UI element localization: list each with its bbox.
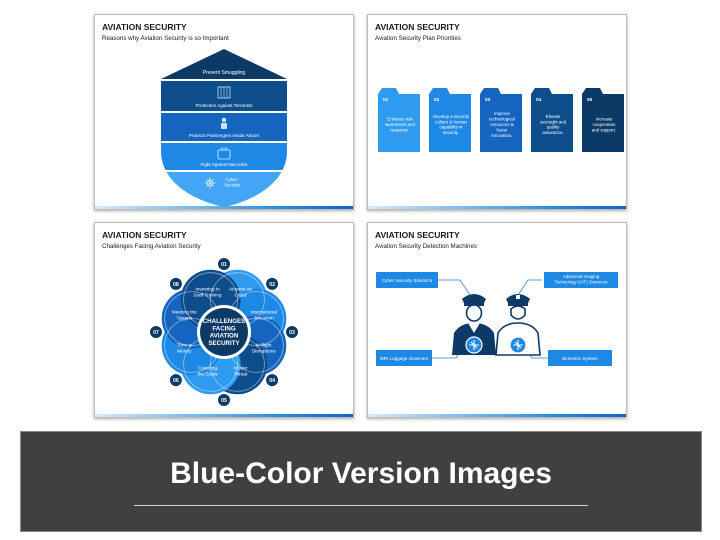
- detection-box-label-3: MRI Luggage Scanners: [380, 356, 429, 361]
- slide-thumbnail-priorities[interactable]: AVIATION SECURITY Aviation Security Plan…: [367, 14, 627, 210]
- slide-thumbnail-reasons[interactable]: AVIATION SECURITY Reasons why Aviation S…: [94, 14, 354, 210]
- security-officer-icon: [452, 294, 496, 355]
- slide-subtitle: Reasons why Aviation Security is so Impo…: [102, 35, 229, 42]
- slide-accent-bar: [368, 414, 626, 417]
- center-hub: [200, 308, 248, 356]
- slide-title: AVIATION SECURITY: [102, 22, 187, 32]
- cyber-network-icon: [204, 177, 216, 189]
- challenge-number: 02: [269, 282, 275, 288]
- layer-label-1: Prevent Smuggling: [203, 70, 245, 76]
- challenge-number-badge: [168, 276, 183, 291]
- slide-accent-bar: [368, 206, 626, 209]
- detection-box-label-4: Biometric System: [562, 356, 598, 361]
- challenge-number: 01: [221, 262, 227, 268]
- slide-title: AVIATION SECURITY: [102, 230, 187, 240]
- challenge-number-badge: [265, 373, 280, 388]
- banner-title: Blue-Color Version Images: [170, 457, 552, 490]
- challenge-number-badge: [217, 257, 231, 271]
- passenger-icon: [221, 117, 227, 129]
- slide-accent-bar: [95, 206, 353, 209]
- detection-box-label-1: Cyber Security Solutions: [382, 278, 433, 283]
- challenge-number: 07: [153, 330, 159, 336]
- challenge-number-badge: [168, 373, 183, 388]
- layer-label-4: Fight Against Narcotics: [201, 162, 249, 167]
- detection-box-1: [376, 272, 438, 288]
- detection-box-3: [376, 350, 432, 366]
- challenge-number: 05: [221, 398, 227, 404]
- challenge-number: 08: [173, 282, 179, 288]
- slide-subtitle: Challenges Facing Aviation Security: [102, 243, 201, 250]
- layer-label-3: Protects Passengers inside Airport: [189, 133, 260, 138]
- shield-diagram: Prevent Smuggling Protection Against Ter…: [161, 49, 287, 207]
- slide-title: AVIATION SECURITY: [375, 22, 460, 32]
- layer-label-2: Protection Against Terrorists: [195, 103, 253, 108]
- priority-card-body: [531, 88, 573, 152]
- priority-card-body: [378, 88, 420, 152]
- priority-card-number: 01: [383, 97, 389, 103]
- pilot-icon: [495, 294, 541, 356]
- slide-accent-bar: [95, 414, 353, 417]
- slide-subtitle: Aviation Security Detection Machines: [375, 243, 478, 250]
- detection-box-4: [548, 350, 612, 366]
- priority-card-body: [429, 88, 471, 152]
- challenge-number: 04: [269, 378, 275, 384]
- banner-divider: [134, 505, 588, 506]
- shield-layer-4: [161, 143, 287, 170]
- detection-diagram: Cyber Security Solutions Advanced Imagin…: [376, 272, 618, 366]
- priority-card-body: [582, 88, 624, 152]
- detection-box-2: [544, 272, 618, 288]
- slide-thumbnail-detection[interactable]: AVIATION SECURITY Aviation Security Dete…: [367, 222, 627, 418]
- challenge-number-badge: [265, 276, 280, 291]
- slide-subtitle: Aviation Security Plan Priorities: [375, 35, 461, 42]
- slide-thumbnail-challenges[interactable]: AVIATION SECURITY Challenges Facing Avia…: [94, 222, 354, 418]
- priority-card-body: [480, 88, 522, 152]
- priority-card-number: 04: [536, 97, 542, 103]
- challenge-number-badge: [217, 393, 231, 407]
- challenge-number-badge: [285, 325, 299, 339]
- priority-card-number: 02: [434, 97, 440, 103]
- challenge-number-badge: [149, 325, 163, 339]
- slide-title: AVIATION SECURITY: [375, 230, 460, 240]
- prisoner-icon: [217, 86, 231, 99]
- challenge-number: 06: [173, 378, 179, 384]
- briefcase-icon: [217, 147, 231, 160]
- layer-label-5: Cyber-Security: [224, 177, 241, 188]
- challenge-number: 03: [289, 330, 295, 336]
- priority-card-number: 05: [587, 97, 593, 103]
- version-banner: Blue-Color Version Images: [20, 431, 702, 532]
- priority-card-number: 03: [485, 97, 491, 103]
